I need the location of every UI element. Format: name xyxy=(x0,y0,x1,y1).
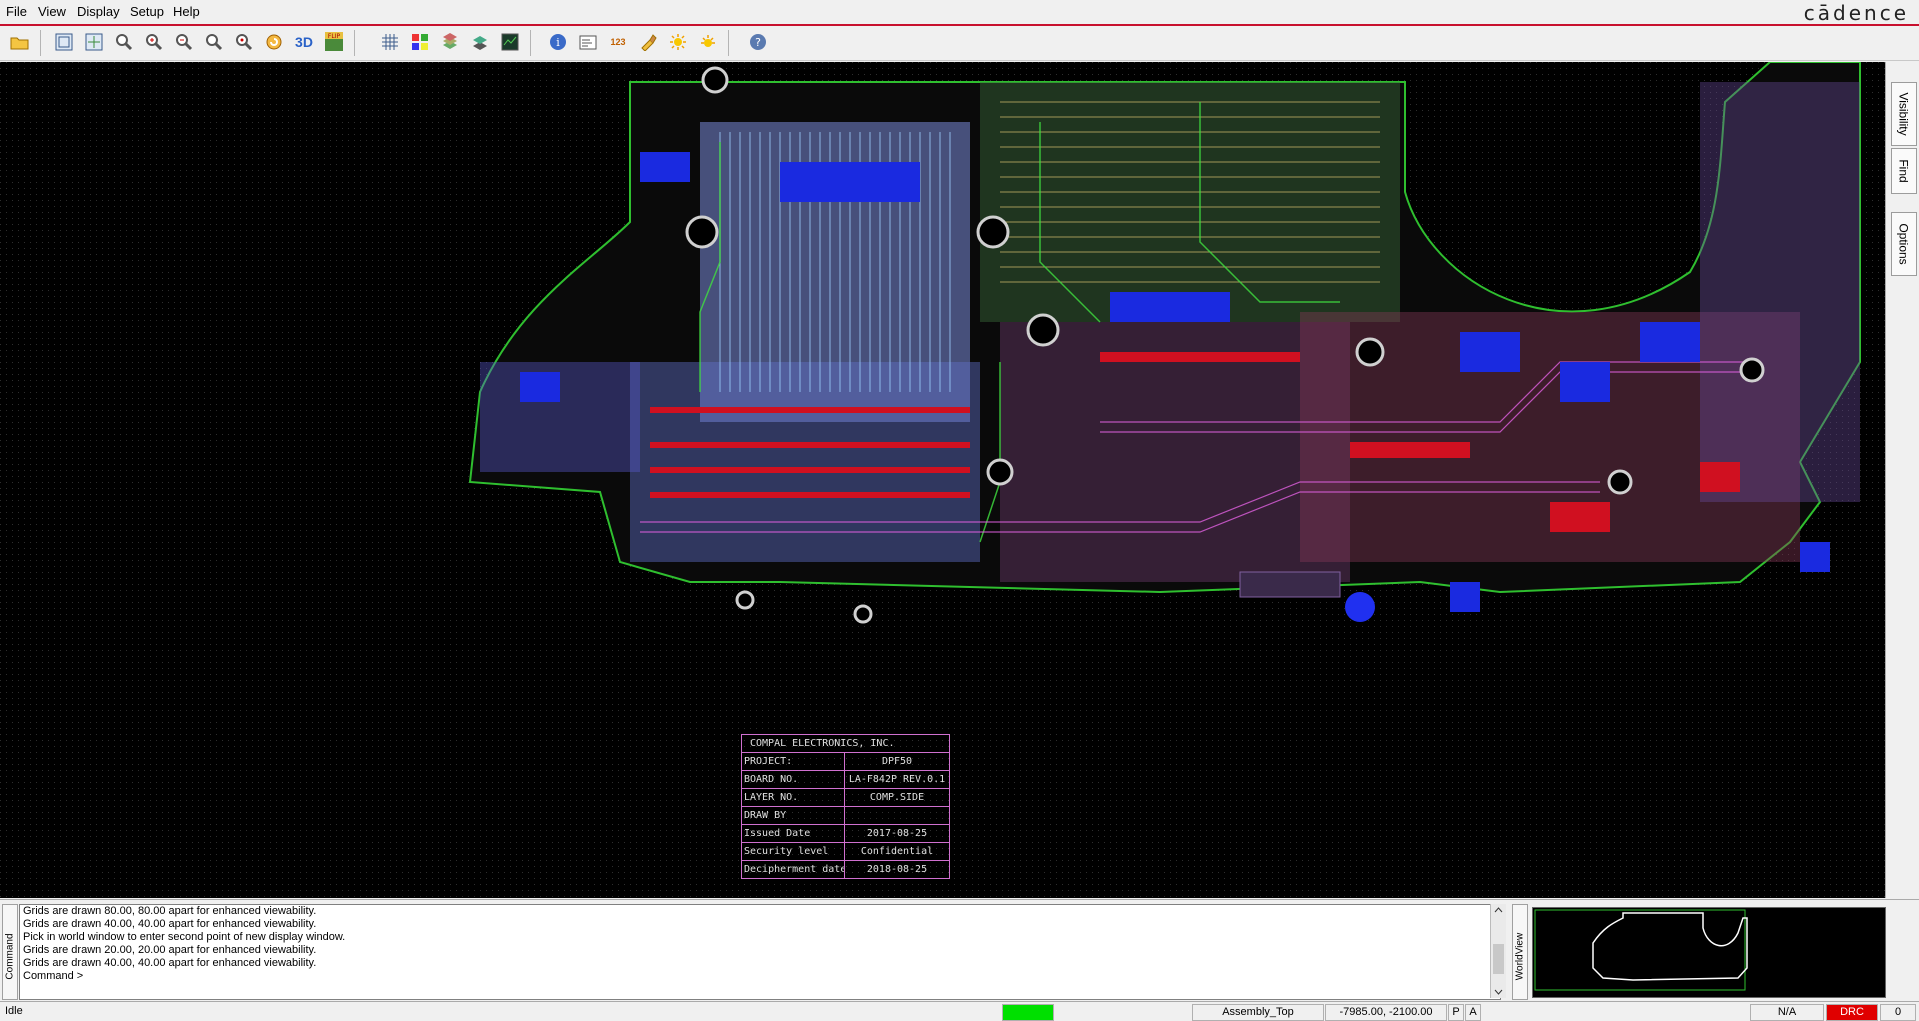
measure-icon[interactable] xyxy=(576,30,600,54)
status-active-layer[interactable]: Assembly_Top xyxy=(1192,1004,1324,1021)
worldview-pane-label[interactable]: WorldView xyxy=(1512,904,1528,1000)
bottom-panel: Command Grids are drawn 80.00, 80.00 apa… xyxy=(0,899,1919,1002)
zoom-previous-icon[interactable] xyxy=(202,30,226,54)
status-na: N/A xyxy=(1750,1004,1824,1021)
command-pane-label[interactable]: Command xyxy=(2,904,18,1000)
zoom-out-icon[interactable] xyxy=(172,30,196,54)
console-line: Grids are drawn 40.00, 40.00 apart for e… xyxy=(23,957,317,969)
toolbar-separator xyxy=(530,30,531,56)
menu-view[interactable]: View xyxy=(38,4,66,19)
svg-text:i: i xyxy=(556,36,560,49)
console-line: Grids are drawn 80.00, 80.00 apart for e… xyxy=(23,905,317,917)
status-bar: Idle Assembly_Top -7985.00, -2100.00 P A… xyxy=(0,1001,1919,1021)
zoom-in-icon[interactable] xyxy=(142,30,166,54)
progress-indicator xyxy=(1002,1004,1054,1021)
menu-setup[interactable]: Setup xyxy=(130,4,164,19)
pcb-layout xyxy=(0,62,1885,898)
color-icon[interactable] xyxy=(408,30,432,54)
routing-zone xyxy=(980,82,1400,322)
world-view[interactable] xyxy=(1532,907,1886,998)
toolbar-separator xyxy=(728,30,729,56)
side-panel: Visibility Find Options xyxy=(1885,62,1919,898)
highlight-icon[interactable] xyxy=(636,30,660,54)
shadow-icon[interactable] xyxy=(468,30,492,54)
title-block: COMPAL ELECTRONICS, INC. PROJECT:DPF50 B… xyxy=(741,734,950,879)
drc-indicator[interactable]: DRC xyxy=(1826,1004,1878,1021)
drc-count: 0 xyxy=(1880,1004,1916,1021)
connector xyxy=(1239,571,1341,598)
routing-zone xyxy=(630,362,980,562)
redraw-icon[interactable] xyxy=(262,30,286,54)
title-block-row: PROJECT:DPF50 xyxy=(742,753,949,771)
flip-design-icon[interactable]: FLIP xyxy=(322,30,346,54)
svg-text:?: ? xyxy=(755,36,761,49)
zoom-fit-icon[interactable] xyxy=(52,30,76,54)
menu-file[interactable]: File xyxy=(6,4,27,19)
menu-display[interactable]: Display xyxy=(77,4,120,19)
routing-zone xyxy=(1000,322,1350,582)
grid-toggle-icon[interactable] xyxy=(378,30,402,54)
large-pad xyxy=(1345,592,1375,622)
show-element-icon[interactable]: i xyxy=(546,30,570,54)
status-a-toggle[interactable]: A xyxy=(1465,1004,1481,1021)
zoom-center-icon[interactable] xyxy=(232,30,256,54)
status-p-toggle[interactable]: P xyxy=(1448,1004,1464,1021)
component xyxy=(520,152,1830,612)
command-prompt[interactable]: Command > xyxy=(23,970,84,982)
tab-visibility[interactable]: Visibility xyxy=(1891,82,1917,146)
status-state: Idle xyxy=(5,1005,23,1017)
brightness-icon[interactable] xyxy=(696,30,720,54)
tab-options[interactable]: Options xyxy=(1891,212,1917,276)
command-console[interactable]: Grids are drawn 80.00, 80.00 apart for e… xyxy=(19,904,1501,1000)
menu-bar: File View Display Setup Help cādence xyxy=(0,0,1919,26)
toolbar-separator xyxy=(40,30,41,56)
tab-find[interactable]: Find xyxy=(1891,148,1917,194)
console-scrollbar[interactable] xyxy=(1490,904,1506,998)
snapshot-icon[interactable] xyxy=(498,30,522,54)
3d-view-icon[interactable]: 3D xyxy=(295,34,313,50)
cadence-logo: cādence xyxy=(1803,1,1909,25)
world-view-map xyxy=(1534,909,1748,991)
menu-help[interactable]: Help xyxy=(173,4,200,19)
pad-row xyxy=(650,352,1740,532)
status-coordinates: -7985.00, -2100.00 xyxy=(1325,1004,1447,1021)
console-line: Grids are drawn 20.00, 20.00 apart for e… xyxy=(23,944,317,956)
routing-zone xyxy=(1700,82,1860,502)
help-icon[interactable]: ? xyxy=(746,30,770,54)
layer-visibility-icon[interactable] xyxy=(438,30,462,54)
title-block-row: LAYER NO.COMP.SIDE xyxy=(742,789,949,807)
title-block-company: COMPAL ELECTRONICS, INC. xyxy=(742,735,949,753)
title-block-row: BOARD NO.LA-F842P REV.0.1 xyxy=(742,771,949,789)
toolbar: 3D FLIP i 123 ? xyxy=(0,26,1919,61)
console-line: Grids are drawn 40.00, 40.00 apart for e… xyxy=(23,918,317,930)
design-canvas[interactable]: COMPAL ELECTRONICS, INC. PROJECT:DPF50 B… xyxy=(0,62,1885,898)
zoom-world-icon[interactable] xyxy=(82,30,106,54)
flip-badge: FLIP xyxy=(328,33,341,40)
trace-bundle xyxy=(699,102,1340,543)
console-line: Pick in world window to enter second poi… xyxy=(23,931,346,943)
numbers-icon[interactable]: 123 xyxy=(610,37,626,47)
title-block-row: DRAW BY xyxy=(742,807,949,825)
zoom-points-icon[interactable] xyxy=(112,30,136,54)
toolbar-separator xyxy=(354,30,355,56)
open-folder-icon[interactable] xyxy=(8,30,32,54)
dehighlight-icon[interactable] xyxy=(666,30,690,54)
trace-bundle xyxy=(1000,101,1380,283)
mounting-hole xyxy=(685,66,1765,624)
